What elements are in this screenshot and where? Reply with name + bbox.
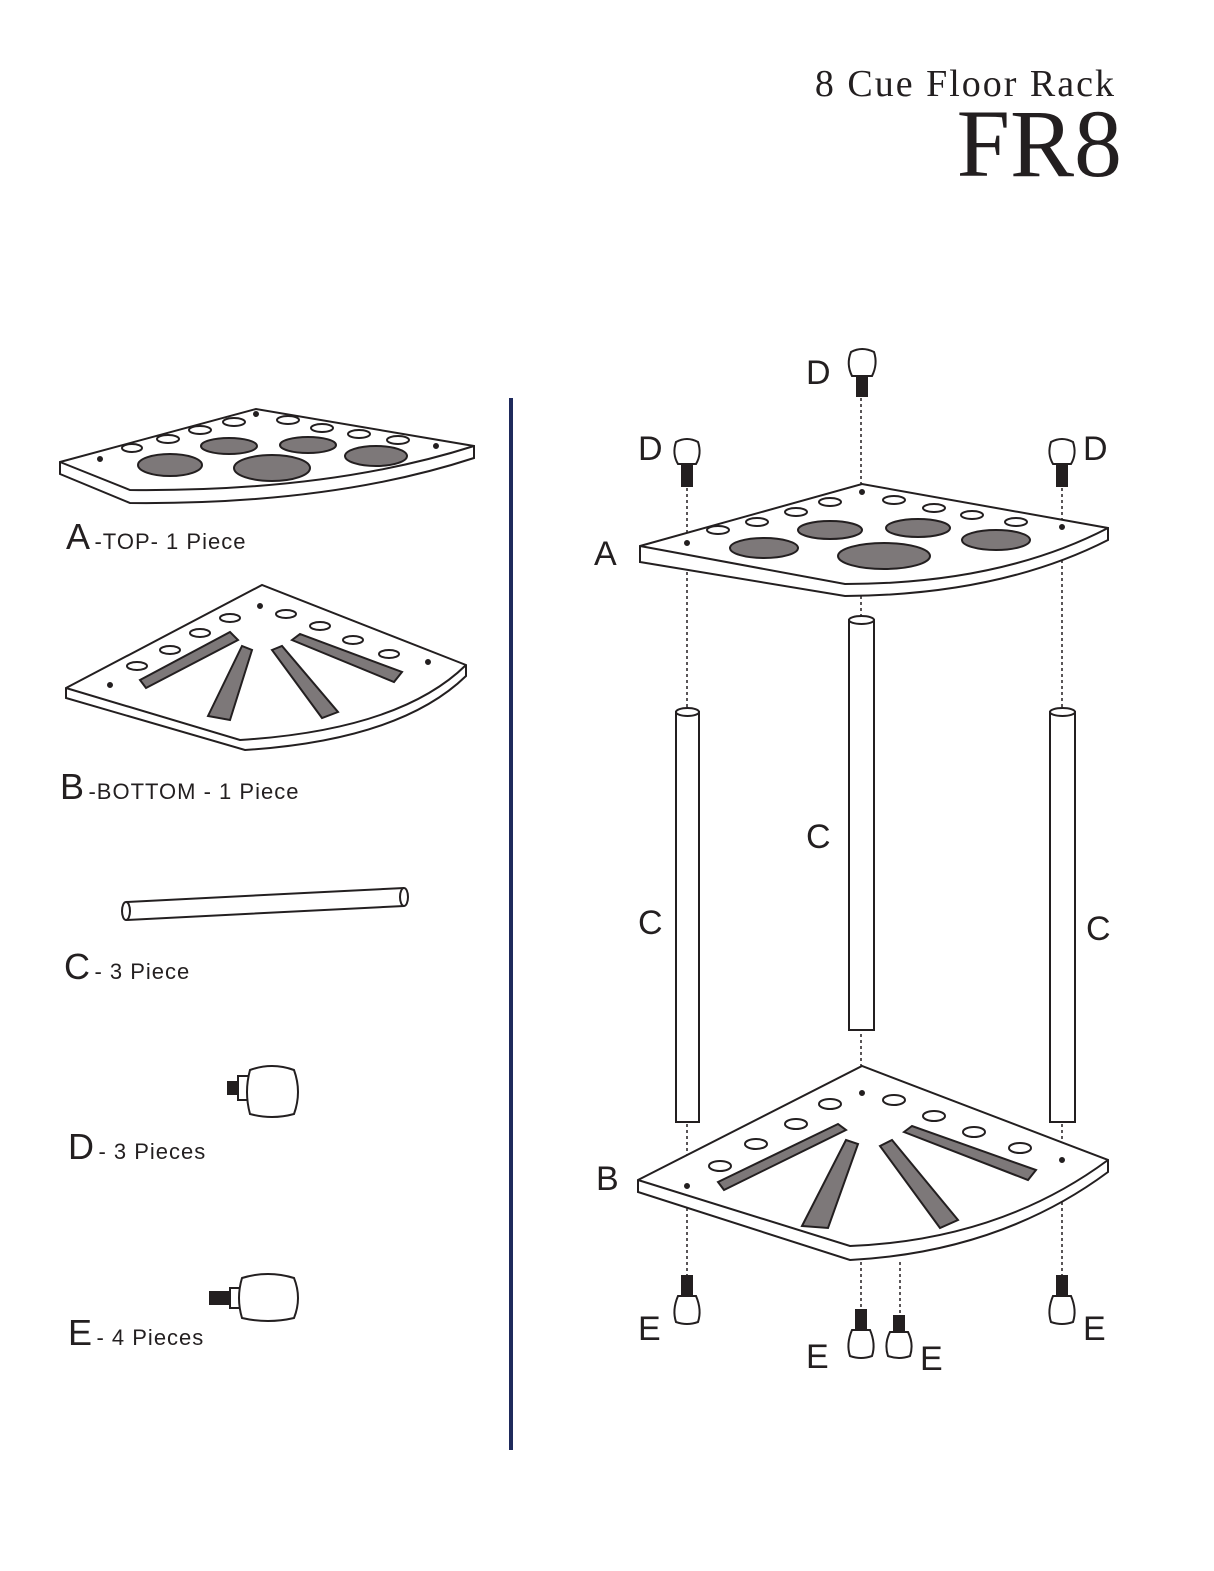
assembly-foot-e-left bbox=[673, 1275, 701, 1325]
part-c-letter: C bbox=[64, 946, 90, 987]
part-d-knob bbox=[227, 1065, 299, 1118]
part-e-label: E - 4 Pieces bbox=[68, 1312, 204, 1354]
product-subtitle: 8 Cue Floor Rack bbox=[814, 63, 1116, 105]
part-d-label: D - 3 Pieces bbox=[68, 1126, 206, 1168]
callout-d-left: D bbox=[638, 430, 663, 468]
part-b-label: B -BOTTOM - 1 Piece bbox=[60, 766, 299, 808]
callout-c-left: C bbox=[638, 904, 663, 942]
part-e-desc: - 4 Pieces bbox=[96, 1325, 205, 1350]
assembly-knob-d-right bbox=[1048, 438, 1076, 487]
assembly-tube-middle bbox=[848, 615, 875, 1031]
model-number: FR8 bbox=[956, 90, 1122, 197]
assembly-bottom-shelf bbox=[637, 1064, 1109, 1262]
assembly-tube-left bbox=[675, 707, 700, 1123]
part-e-letter: E bbox=[68, 1312, 93, 1353]
part-d-desc: - 3 Pieces bbox=[98, 1139, 207, 1164]
assembly-knob-d-left bbox=[673, 438, 701, 487]
callout-c-right: C bbox=[1086, 910, 1111, 948]
assembly-foot-e-right bbox=[1048, 1275, 1076, 1325]
assembly-foot-e-mid2 bbox=[885, 1315, 913, 1359]
callout-e-middle-1: E bbox=[806, 1338, 829, 1376]
callout-a: A bbox=[594, 535, 617, 573]
part-a-top-shelf bbox=[59, 407, 475, 505]
callout-e-left: E bbox=[638, 1310, 661, 1348]
assembly-top-shelf bbox=[639, 482, 1109, 598]
part-b-bottom-shelf bbox=[65, 583, 467, 752]
assembly-tube-right bbox=[1049, 707, 1076, 1123]
part-b-desc: -BOTTOM - 1 Piece bbox=[88, 779, 300, 804]
part-e-foot bbox=[209, 1273, 299, 1322]
callout-e-right: E bbox=[1083, 1310, 1106, 1348]
callout-c-middle: C bbox=[806, 818, 831, 856]
part-c-tube bbox=[121, 887, 409, 921]
part-a-label: A -TOP- 1 Piece bbox=[66, 516, 246, 558]
part-c-label: C - 3 Piece bbox=[64, 946, 190, 988]
part-a-letter: A bbox=[66, 516, 91, 557]
part-d-letter: D bbox=[68, 1126, 94, 1167]
callout-e-middle-2: E bbox=[920, 1340, 943, 1378]
assembly-knob-d-top bbox=[847, 348, 877, 397]
part-b-letter: B bbox=[60, 766, 85, 807]
part-a-desc: -TOP- 1 Piece bbox=[94, 529, 247, 554]
part-c-desc: - 3 Piece bbox=[94, 959, 191, 984]
callout-b: B bbox=[596, 1160, 619, 1198]
assembly-foot-e-mid1 bbox=[847, 1309, 875, 1359]
callout-d-top: D bbox=[806, 354, 831, 392]
callout-d-right: D bbox=[1083, 430, 1108, 468]
